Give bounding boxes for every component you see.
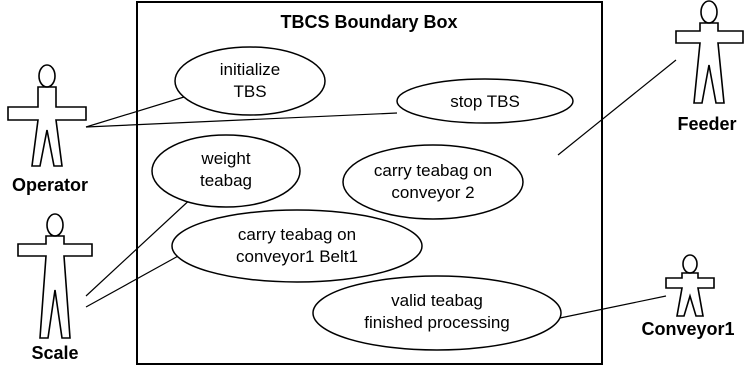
use-case-label: carry teabag on bbox=[238, 225, 356, 244]
actor-scale[interactable]: Scale bbox=[17, 213, 93, 363]
assoc-operator-stop bbox=[85, 112, 398, 128]
assoc-feeder-conveyor2 bbox=[557, 59, 677, 156]
boundary-title: TBCS Boundary Box bbox=[280, 12, 457, 32]
use-case-label: carry teabag on bbox=[374, 161, 492, 180]
use-case-valid-teabag-finished-processing[interactable]: valid teabag finished processing bbox=[312, 275, 562, 351]
actor-name-operator: Operator bbox=[12, 175, 88, 195]
use-case-label: weight bbox=[200, 149, 250, 168]
stick-figure-icon bbox=[17, 213, 93, 339]
actor-feeder[interactable]: Feeder bbox=[675, 0, 744, 134]
system-boundary-box bbox=[136, 1, 603, 365]
assoc-operator-initialize bbox=[85, 96, 185, 128]
use-case-label: finished processing bbox=[364, 313, 510, 332]
use-case-carry-teabag-conveyor-2[interactable]: carry teabag on conveyor 2 bbox=[342, 144, 524, 220]
use-case-label: conveyor 2 bbox=[391, 183, 474, 202]
actor-name-scale: Scale bbox=[31, 343, 78, 363]
use-case-stop-tbs[interactable]: stop TBS bbox=[396, 78, 574, 124]
stick-figure-icon bbox=[7, 64, 87, 167]
use-case-label: valid teabag bbox=[391, 291, 483, 310]
use-case-label: conveyor1 Belt1 bbox=[236, 247, 358, 266]
use-case-weight-teabag[interactable]: weight teabag bbox=[151, 134, 301, 208]
stick-figure-icon bbox=[675, 0, 744, 104]
use-case-label: initialize bbox=[220, 60, 280, 79]
assoc-conveyor1-valid bbox=[559, 295, 667, 319]
assoc-scale-weight bbox=[85, 194, 196, 297]
use-case-carry-teabag-conveyor1-belt1[interactable]: carry teabag on conveyor1 Belt1 bbox=[171, 209, 423, 283]
actor-operator[interactable]: Operator bbox=[7, 64, 88, 195]
use-case-label: teabag bbox=[200, 171, 252, 190]
actor-name-feeder: Feeder bbox=[677, 114, 736, 134]
actor-conveyor1[interactable]: Conveyor1 bbox=[641, 254, 735, 339]
use-case-initialize-tbs[interactable]: initialize TBS bbox=[174, 46, 326, 116]
assoc-scale-conveyor1 bbox=[85, 254, 181, 308]
use-case-label: stop TBS bbox=[450, 92, 520, 111]
stick-figure-icon bbox=[665, 254, 715, 317]
use-case-label: TBS bbox=[233, 82, 266, 101]
actor-name-conveyor1: Conveyor1 bbox=[641, 319, 734, 339]
